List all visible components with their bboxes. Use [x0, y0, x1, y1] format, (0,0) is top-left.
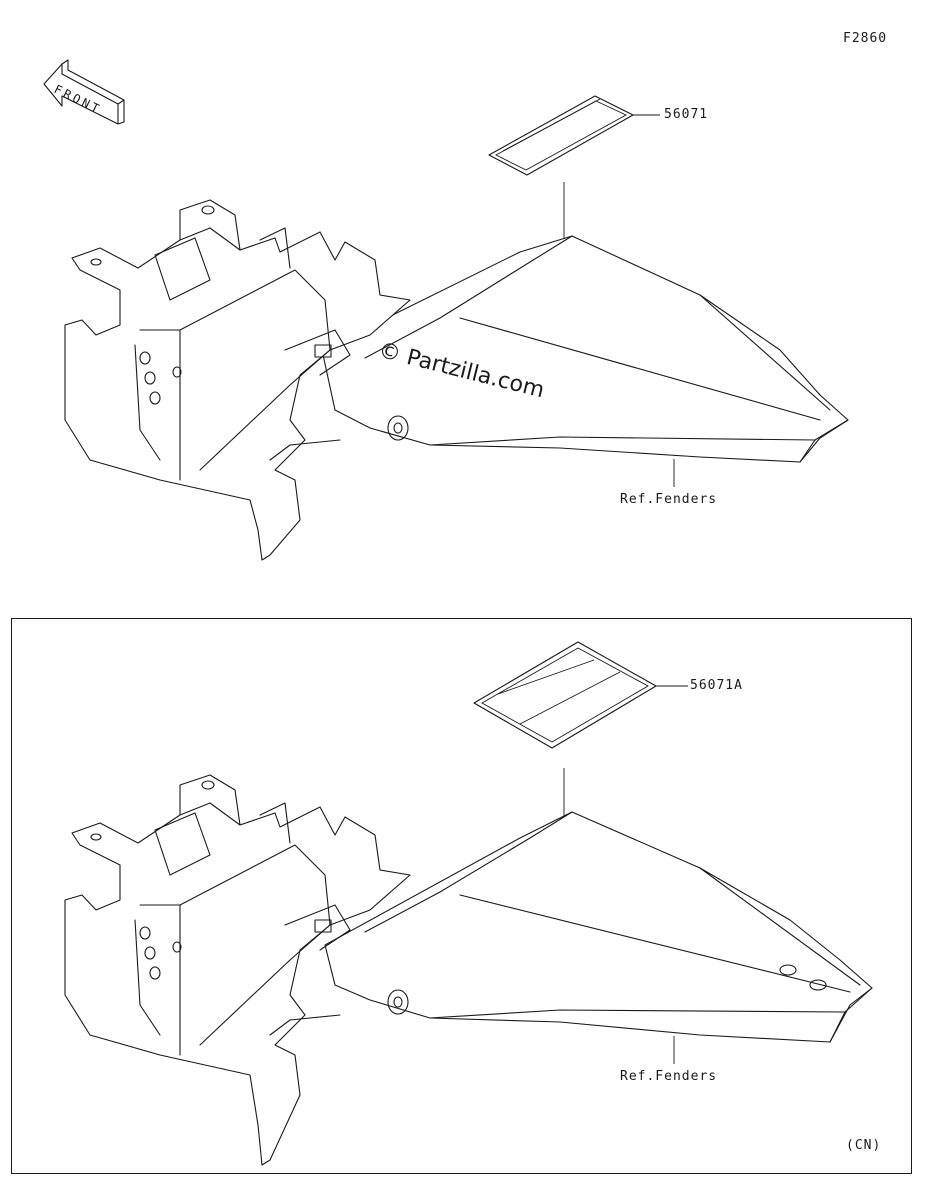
rear-fender-lower	[324, 811, 873, 1064]
rear-frame-bracket-lower	[64, 774, 411, 1166]
label-sticker-56071a	[473, 641, 688, 858]
upper-part-label: 56071	[664, 107, 709, 122]
figure-code: F2860	[843, 31, 888, 46]
region-label: (CN)	[846, 1138, 882, 1153]
lower-variant-box	[11, 618, 912, 1174]
label-sticker-56071	[488, 95, 660, 272]
lower-ref-label: Ref.Fenders	[620, 1069, 718, 1084]
rear-frame-bracket	[64, 199, 411, 561]
lower-part-label: 56071A	[690, 678, 743, 693]
upper-ref-label: Ref.Fenders	[620, 492, 718, 507]
rear-fender	[321, 235, 849, 487]
